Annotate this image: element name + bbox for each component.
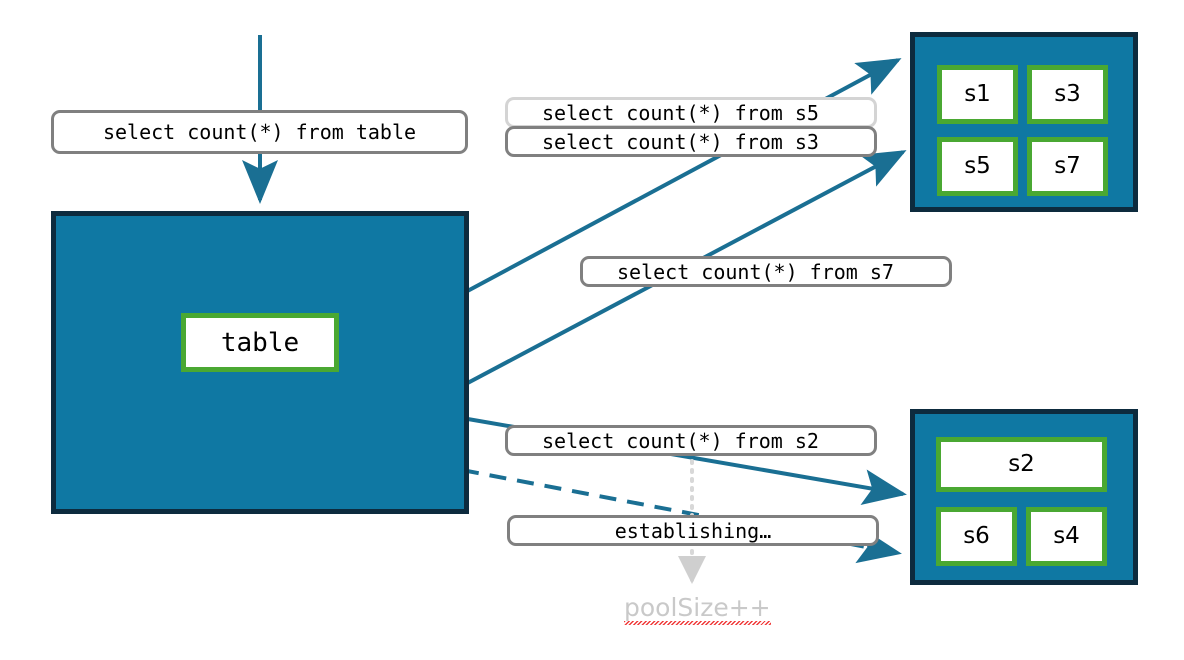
node-s7[interactable]: s7 (1027, 137, 1108, 196)
poolsize-annotation: poolSize++ (624, 593, 771, 625)
source-query-callout[interactable]: select count(*) from table (51, 110, 468, 154)
node-s3[interactable]: s3 (1027, 65, 1108, 124)
callout-establishing[interactable]: establishing… (507, 515, 879, 546)
node-s7-label: s7 (1054, 153, 1081, 179)
node-s1-label: s1 (964, 81, 991, 107)
callout-s2-text: select count(*) from s2 (542, 428, 819, 453)
callout-s5-text: select count(*) from s5 (542, 100, 819, 125)
node-s4[interactable]: s4 (1026, 507, 1107, 566)
node-s1[interactable]: s1 (937, 65, 1018, 124)
callout-s3[interactable]: select count(*) from s3 (505, 126, 877, 157)
callout-s3-text: select count(*) from s3 (542, 129, 819, 154)
node-s3-label: s3 (1054, 81, 1081, 107)
node-s2[interactable]: s2 (936, 437, 1107, 492)
node-s6-label: s6 (963, 523, 990, 549)
callout-s5[interactable]: select count(*) from s5 (505, 97, 877, 128)
node-table-label: table (220, 327, 300, 358)
node-s2-label: s2 (1008, 451, 1035, 477)
source-query-text: select count(*) from table (102, 120, 417, 144)
node-s5[interactable]: s5 (937, 137, 1018, 196)
node-s6[interactable]: s6 (936, 507, 1017, 566)
callout-s2[interactable]: select count(*) from s2 (505, 425, 877, 456)
node-table[interactable]: table (181, 313, 339, 372)
callout-s7[interactable]: select count(*) from s7 (580, 256, 952, 287)
poolsize-annotation-text: poolSize++ (624, 593, 771, 625)
node-s5-label: s5 (964, 153, 991, 179)
callout-establishing-text: establishing… (614, 518, 772, 543)
callout-s7-text: select count(*) from s7 (617, 259, 894, 284)
node-s4-label: s4 (1053, 523, 1080, 549)
